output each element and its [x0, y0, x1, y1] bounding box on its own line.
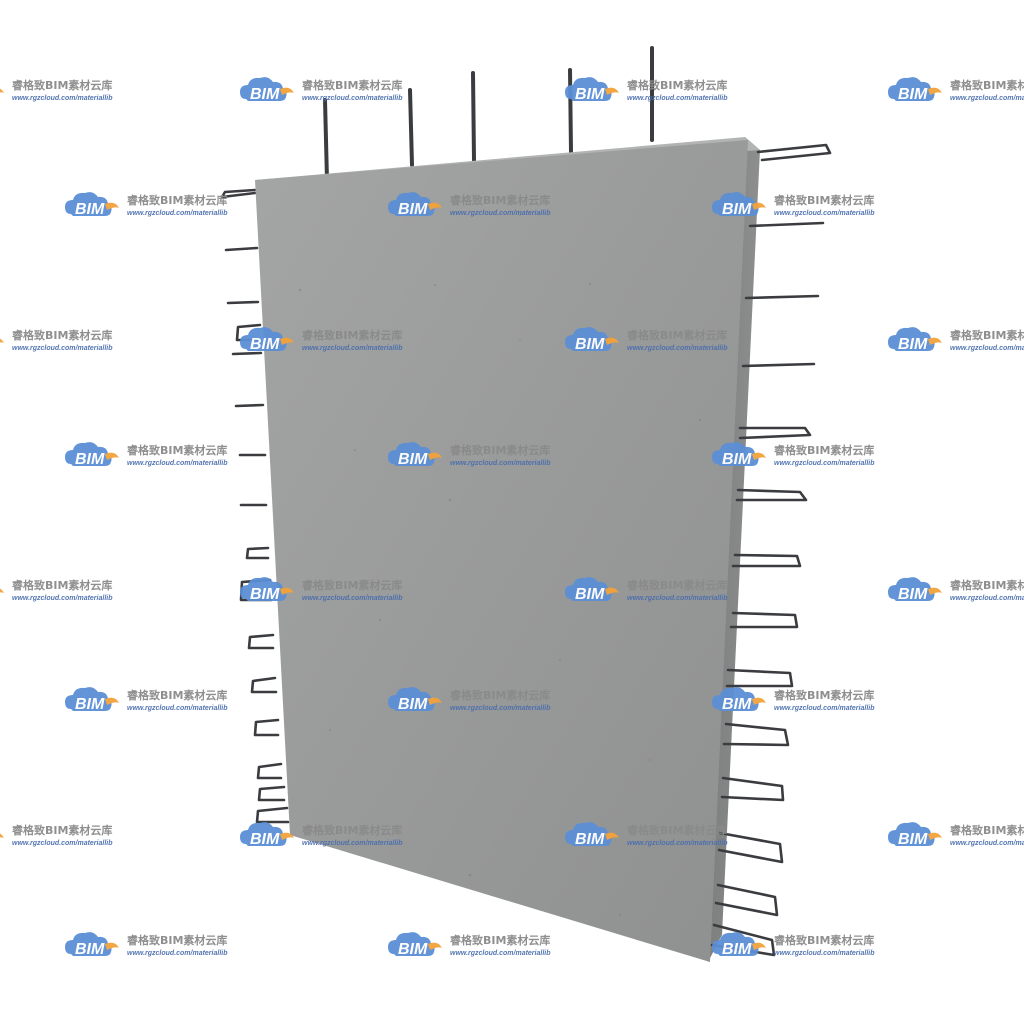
bim-watermark-logo: [388, 192, 552, 218]
concrete-panel-face: [255, 140, 748, 962]
bim-watermark-logo: [65, 687, 229, 713]
bim-watermark-logo: [0, 822, 114, 848]
bim-watermark-logo: [388, 932, 552, 958]
bim-watermark-logo: [0, 327, 114, 353]
bim-watermark-logo: [712, 932, 876, 958]
bim-watermark-logo: [888, 577, 1024, 603]
bim-watermark-logo: [65, 442, 229, 468]
bim-watermark-logo: [65, 192, 229, 218]
bim-watermark-logo: [240, 327, 404, 353]
bim-watermark-logo: [712, 442, 876, 468]
bim-watermark-logo: [565, 822, 729, 848]
bim-watermark-logo: [565, 77, 729, 103]
right-rebars: [710, 143, 832, 957]
bim-watermark-logo: [888, 327, 1024, 353]
bim-watermark-logo: [388, 687, 552, 713]
bim-watermark-logo: [712, 687, 876, 713]
bim-watermark-logo: [712, 192, 876, 218]
bim-watermark-logo: [388, 442, 552, 468]
bim-watermark-logo: [240, 77, 404, 103]
bim-watermark-logo: [565, 327, 729, 353]
bim-watermark-logo: [0, 577, 114, 603]
bim-watermark-logo: [565, 577, 729, 603]
bim-watermark-logo: [888, 77, 1024, 103]
bim-watermark-logo: [65, 932, 229, 958]
bim-watermark-logo: [0, 77, 114, 103]
bim-watermark-logo: [240, 822, 404, 848]
bim-watermark-logo: [888, 822, 1024, 848]
top-rebars: [323, 46, 654, 182]
bim-watermark-logo: [240, 577, 404, 603]
